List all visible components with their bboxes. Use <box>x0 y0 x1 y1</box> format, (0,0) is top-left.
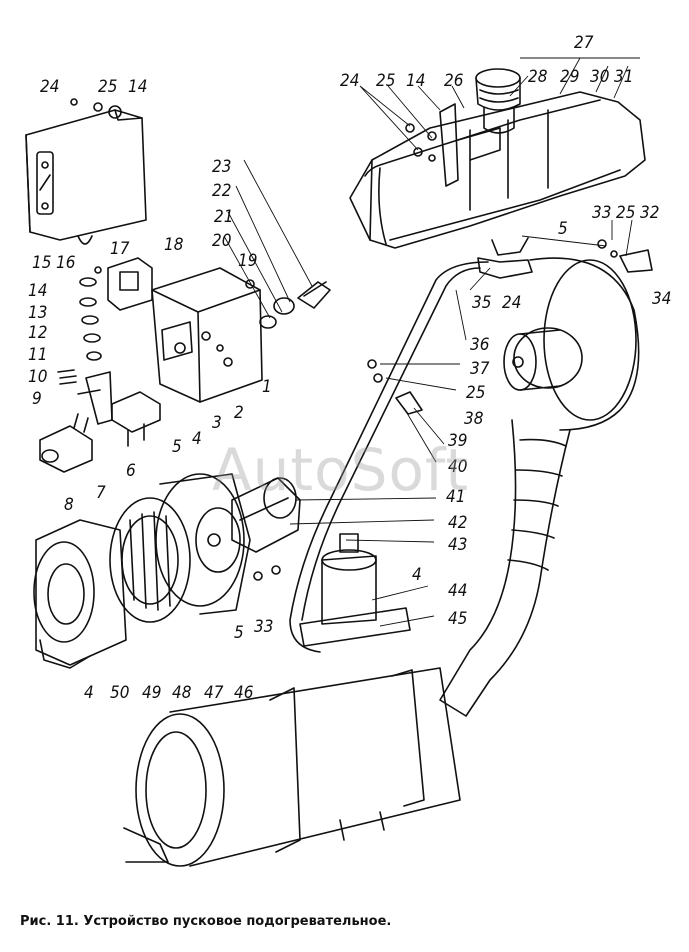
callout-38: 38 <box>464 409 484 429</box>
callout-9: 9 <box>32 389 42 409</box>
callout-49: 49 <box>142 683 161 703</box>
callout-30: 30 <box>590 67 609 87</box>
callout-41: 41 <box>446 487 465 507</box>
callout-34: 34 <box>652 289 671 309</box>
solenoid-valve <box>299 533 411 647</box>
washer-stack <box>57 277 113 425</box>
figure-caption: Рис. 11. Устройство пусковое подогревате… <box>20 914 392 929</box>
callout-11: 11 <box>28 345 47 365</box>
switch-8 <box>39 413 93 473</box>
callout-14: 14 <box>128 77 147 97</box>
fan-housing <box>33 519 127 669</box>
switch-6 <box>111 391 161 447</box>
callout-25: 25 <box>466 383 485 403</box>
callout-17: 17 <box>110 239 130 259</box>
flange-plate <box>155 473 251 615</box>
callout-14: 14 <box>406 71 425 91</box>
callout-22: 22 <box>212 181 231 201</box>
callout-5: 5 <box>172 437 182 457</box>
callout-5: 5 <box>558 219 568 239</box>
callout-3: 3 <box>212 413 222 433</box>
callout-5: 5 <box>234 623 244 643</box>
callout-26: 26 <box>444 71 464 91</box>
callout-48: 48 <box>172 683 192 703</box>
fasteners <box>253 123 653 581</box>
electric-motor <box>231 477 301 553</box>
callout-24: 24 <box>340 71 359 91</box>
callout-39: 39 <box>448 431 467 451</box>
callout-47: 47 <box>204 683 224 703</box>
callout-29: 29 <box>560 67 579 87</box>
callout-13: 13 <box>28 303 47 323</box>
callout-10: 10 <box>28 367 47 387</box>
callout-2: 2 <box>234 403 244 423</box>
watermark: AutoSoft <box>212 436 470 504</box>
callout-4: 4 <box>192 429 202 449</box>
callout-19: 19 <box>238 251 257 271</box>
callout-32: 32 <box>640 203 659 223</box>
callout-4: 4 <box>412 565 422 585</box>
fuel-line <box>289 261 489 653</box>
fuel-tank <box>349 68 646 279</box>
callout-6: 6 <box>126 461 136 481</box>
callout-45: 45 <box>448 609 467 629</box>
callout-31: 31 <box>614 67 633 87</box>
callout-33: 33 <box>592 203 611 223</box>
callout-27: 27 <box>574 33 594 53</box>
callout-7: 7 <box>96 483 106 503</box>
callout-25: 25 <box>376 71 395 91</box>
callout-25: 25 <box>616 203 635 223</box>
callout-25: 25 <box>98 77 117 97</box>
callout-44: 44 <box>448 581 467 601</box>
callout-21: 21 <box>214 207 233 227</box>
callout-24: 24 <box>40 77 59 97</box>
callout-28: 28 <box>528 67 548 87</box>
callout-35: 35 <box>472 293 491 313</box>
air-blower <box>503 257 640 431</box>
callout-1: 1 <box>262 377 272 397</box>
fan-rotor <box>109 497 191 623</box>
callout-42: 42 <box>448 513 467 533</box>
callout-20: 20 <box>212 231 231 251</box>
callout-23: 23 <box>212 157 231 177</box>
callout-43: 43 <box>448 535 467 555</box>
callout-12: 12 <box>28 323 47 343</box>
callout-4: 4 <box>84 683 94 703</box>
callout-40: 40 <box>448 457 467 477</box>
callout-37: 37 <box>470 359 490 379</box>
glow-plug-parts <box>245 279 331 329</box>
callout-16: 16 <box>56 253 76 273</box>
callout-36: 36 <box>470 335 490 355</box>
callout-46: 46 <box>234 683 254 703</box>
callout-8: 8 <box>64 495 74 515</box>
control-unit-box <box>151 267 263 403</box>
callout-18: 18 <box>164 235 184 255</box>
relay-bracket <box>94 257 153 311</box>
boiler-cylinder <box>123 667 461 867</box>
callout-33: 33 <box>254 617 273 637</box>
leader-lines <box>223 57 640 627</box>
callout-24: 24 <box>502 293 521 313</box>
control-box-cover <box>25 98 147 245</box>
callout-15: 15 <box>32 253 51 273</box>
callout-50: 50 <box>110 683 129 703</box>
air-duct <box>439 419 571 717</box>
callout-14: 14 <box>28 281 47 301</box>
